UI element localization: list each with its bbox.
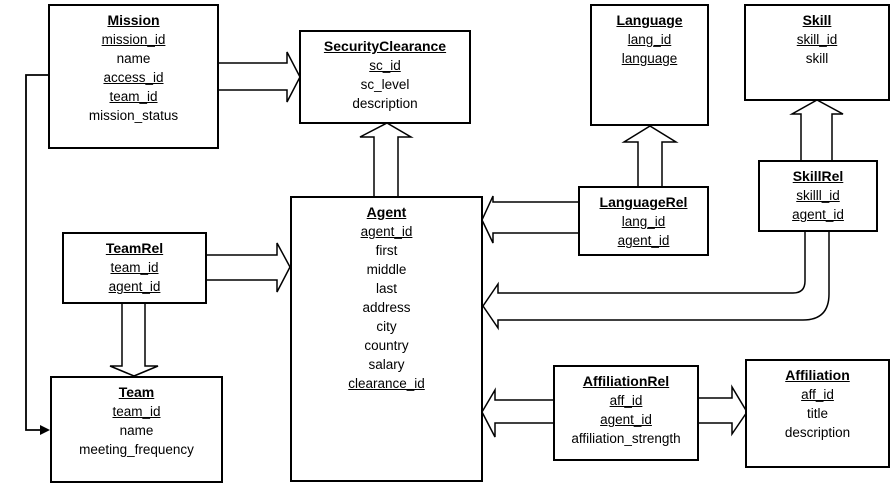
field-row: description [352,96,418,111]
connector-mission-team-line [25,74,50,431]
field-row: lang_id [627,32,672,47]
connector-languagerel-language [621,125,679,186]
field-row: skilll_id [796,188,840,203]
field-row: address [362,300,411,315]
field-row: agent_id [360,224,413,239]
entity-title: Language [616,12,683,28]
entity-skill: Skill skill_id skill [744,4,890,101]
entity-security-clearance: SecurityClearance sc_id sc_level descrip… [299,30,471,124]
entity-language: Language lang_id language [590,4,709,126]
field-row: mission_status [88,108,179,123]
field-row: meeting_frequency [79,442,194,457]
entity-title: AffiliationRel [582,373,670,389]
connector-skillrel-agent [482,231,830,331]
entity-title: Mission [107,12,160,28]
entity-agent: Agent agent_id first middle last address… [290,196,483,482]
entity-affiliation: Affiliation aff_id title description [745,359,890,468]
field-row: sc_level [360,77,410,92]
entity-team: Team team_id name meeting_frequency [50,376,223,483]
entity-title: TeamRel [105,240,164,256]
field-row: aff_id [801,387,834,402]
connector-mission-securityclearance [217,51,301,103]
field-row: affiliation_strength [571,431,681,446]
connector-teamrel-agent [203,242,291,293]
entity-title: Skill [802,12,832,28]
field-row: middle [366,262,407,277]
connector-skillrel-skill [789,99,844,160]
entity-affiliation-rel: AffiliationRel aff_id agent_id affiliati… [553,365,699,461]
field-row: mission_id [101,32,166,47]
entity-title: Affiliation [785,367,850,383]
field-row: description [784,425,851,440]
field-row: name [116,51,151,66]
field-row: skill_id [796,32,838,47]
field-row: country [364,338,409,353]
field-row: last [375,281,397,296]
field-row: agent_id [792,207,844,222]
connector-affiliationrel-affiliation [697,384,748,437]
field-row: title [806,406,828,421]
field-row: city [376,319,397,334]
field-row: aff_id [609,393,643,408]
field-row: team_id [112,404,161,419]
field-row: skill [805,51,829,66]
entity-team-rel: TeamRel team_id agent_id [62,232,207,304]
field-row: name [119,423,154,438]
connector-teamrel-team [109,303,159,377]
field-row: sc_id [369,58,401,73]
connector-agent-securityclearance [359,122,414,196]
entity-title: LanguageRel [599,194,688,210]
field-row: access_id [103,70,164,85]
entity-title: SkillRel [792,168,844,184]
entity-language-rel: LanguageRel lang_id agent_id [578,186,709,256]
field-row: salary [368,357,405,372]
field-row: team_id [110,260,159,275]
field-row: agent_id [108,279,161,294]
entity-mission: Mission mission_id name access_id team_i… [48,4,219,149]
entity-title: Agent [366,204,407,220]
connector-affiliationrel-agent [481,387,554,438]
connector-languagerel-agent [481,195,578,244]
field-row: lang_id [621,214,666,229]
entity-skill-rel: SkillRel skilll_id agent_id [758,160,878,232]
entity-title: SecurityClearance [323,38,447,54]
field-row: language [621,51,678,66]
field-row: first [375,243,398,258]
field-row: team_id [109,89,158,104]
field-row: agent_id [600,412,652,427]
connector-mission-team-arrowhead-icon [40,425,50,435]
entity-title: Team [118,384,155,400]
field-row: clearance_id [348,376,425,391]
field-row: agent_id [617,233,670,248]
